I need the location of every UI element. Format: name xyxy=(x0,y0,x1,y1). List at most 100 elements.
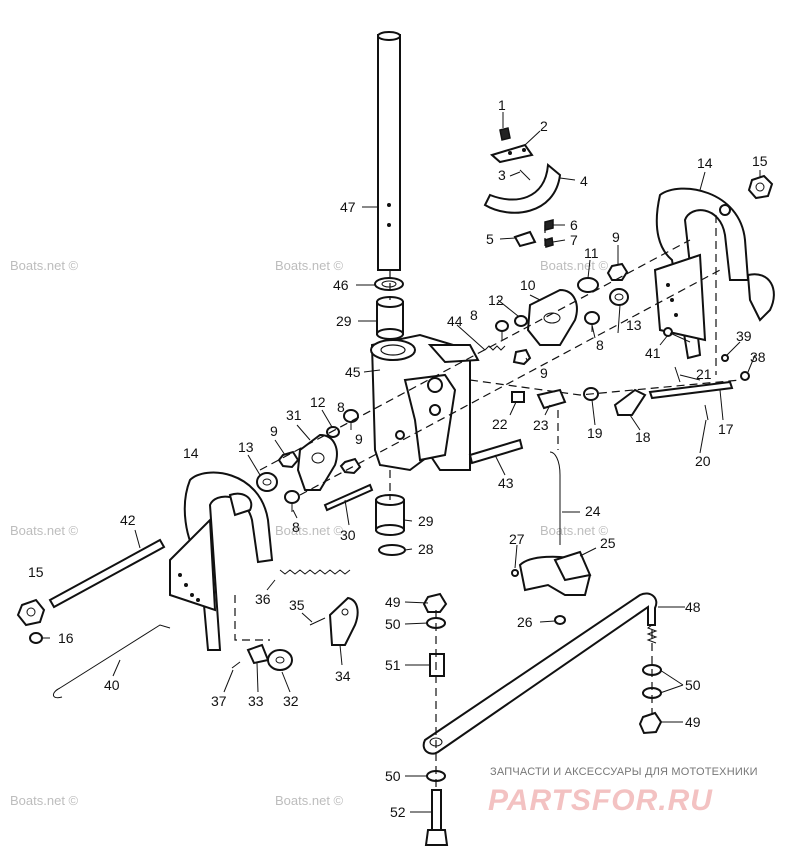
part-8-screw-right xyxy=(584,311,600,332)
part-48-steering-arm xyxy=(422,592,658,755)
part-16-washer xyxy=(29,632,43,644)
callout-23: 23 xyxy=(533,417,549,433)
callout-44: 44 xyxy=(447,313,463,329)
part-14-clamp-bracket-right xyxy=(653,187,775,360)
callout-52: 52 xyxy=(390,804,406,820)
callout-51: 51 xyxy=(385,657,401,673)
part-15-nut-left xyxy=(16,598,46,627)
callout-25: 25 xyxy=(600,535,616,551)
part-8-screw-left-top xyxy=(343,409,359,430)
callout-11: 11 xyxy=(584,245,599,261)
callout-46: 46 xyxy=(333,277,349,293)
part-49-nut-right xyxy=(638,711,663,735)
callout-26: 26 xyxy=(517,614,533,630)
callout-27: 27 xyxy=(509,531,525,547)
part-30-rod xyxy=(323,483,374,512)
callout-30: 30 xyxy=(340,527,356,543)
watermark: Boats.net © xyxy=(275,523,344,538)
part-40-tilt-rod xyxy=(53,624,171,699)
callout-2: 2 xyxy=(540,118,548,134)
callout-5: 5 xyxy=(486,231,494,247)
callout-37: 37 xyxy=(211,693,227,709)
callout-38: 38 xyxy=(750,349,766,365)
callout-10: 10 xyxy=(520,277,536,293)
callout-40: 40 xyxy=(104,677,120,693)
shop-logo: PARTSFOR.RU xyxy=(488,784,713,817)
callout-50: 50 xyxy=(385,768,401,784)
part-42-tilt-tube xyxy=(48,538,166,609)
callout-45: 45 xyxy=(345,364,361,380)
part-45-swivel-bracket xyxy=(370,333,480,472)
part-22-bushing xyxy=(511,391,525,403)
callout-49: 49 xyxy=(385,594,401,610)
callout-41: 41 xyxy=(645,345,661,361)
callout-1: 1 xyxy=(498,97,506,113)
part-15-nut-right xyxy=(747,174,774,200)
part-31-friction-plate xyxy=(296,433,338,491)
part-18-lever xyxy=(613,388,647,416)
part-52-bolt xyxy=(424,789,449,846)
part-34-lock-plate xyxy=(328,596,359,646)
part-27-26-screws xyxy=(511,569,566,625)
callout-22: 22 xyxy=(492,416,508,432)
callout-9: 9 xyxy=(540,365,548,381)
part-12-washer-left xyxy=(326,426,340,438)
part-44-spring xyxy=(484,345,506,351)
callout-15: 15 xyxy=(28,564,44,580)
callout-4: 4 xyxy=(580,173,588,189)
callout-24: 24 xyxy=(585,503,601,519)
part-36-spring xyxy=(279,569,351,575)
part-24-rod xyxy=(549,451,561,545)
callout-29: 29 xyxy=(336,313,352,329)
part-25-tiller-block xyxy=(518,550,592,596)
callout-8: 8 xyxy=(470,307,478,323)
watermark: Boats.net © xyxy=(540,523,609,538)
part-29-bushing-upper xyxy=(376,296,404,340)
part-13-washer-left xyxy=(256,472,278,492)
assembly-lines xyxy=(234,215,741,790)
callout-39: 39 xyxy=(736,328,752,344)
callout-32: 32 xyxy=(283,693,299,709)
part-11-thrust-washer xyxy=(577,277,599,293)
callout-31: 31 xyxy=(286,407,302,423)
callout-14: 14 xyxy=(183,445,199,461)
part-47-steering-tube xyxy=(377,31,401,271)
callout-12: 12 xyxy=(310,394,326,410)
part-33-32-37-cam-parts xyxy=(231,643,293,671)
part-20-pin xyxy=(704,404,709,421)
callout-8: 8 xyxy=(292,519,300,535)
watermark: Boats.net © xyxy=(275,258,344,273)
callout-33: 33 xyxy=(248,693,264,709)
callout-3: 3 xyxy=(498,167,506,183)
callout-8: 8 xyxy=(596,337,604,353)
part-12-washer xyxy=(514,315,528,327)
callout-9: 9 xyxy=(612,229,620,245)
callout-16: 16 xyxy=(58,630,74,646)
part-29-bushing-lower xyxy=(375,494,405,536)
callout-8: 8 xyxy=(337,399,345,415)
part-9-nut-left-center xyxy=(339,457,362,475)
part-8-screw-center xyxy=(495,320,509,340)
part-13-washer-right xyxy=(609,288,629,306)
callout-numbers: 1 2 3 4 5 6 7 8 8 8 8 9 9 9 9 10 11 12 1… xyxy=(28,97,768,820)
watermark: Boats.net © xyxy=(10,793,79,808)
callout-12: 12 xyxy=(488,292,504,308)
part-35-screw xyxy=(309,617,326,626)
part-9-nut-upper xyxy=(606,262,629,281)
part-14-clamp-bracket-left xyxy=(169,471,274,651)
callout-13: 13 xyxy=(238,439,254,455)
part-21-pin xyxy=(674,366,681,383)
callout-13: 13 xyxy=(626,317,642,333)
parts-1-to-7-clamp-assembly xyxy=(483,127,562,248)
callout-48: 48 xyxy=(685,599,701,615)
callout-47: 47 xyxy=(340,199,356,215)
callout-35: 35 xyxy=(289,597,305,613)
callout-17: 17 xyxy=(718,421,734,437)
part-9-nut-left xyxy=(277,450,300,469)
shop-tagline: ЗАПЧАСТИ И АКСЕССУАРЫ ДЛЯ МОТОТЕХНИКИ xyxy=(490,766,758,778)
watermark: Boats.net © xyxy=(10,523,79,538)
part-10-friction-plate xyxy=(526,288,578,346)
callout-34: 34 xyxy=(335,668,351,684)
callout-49: 49 xyxy=(685,714,701,730)
